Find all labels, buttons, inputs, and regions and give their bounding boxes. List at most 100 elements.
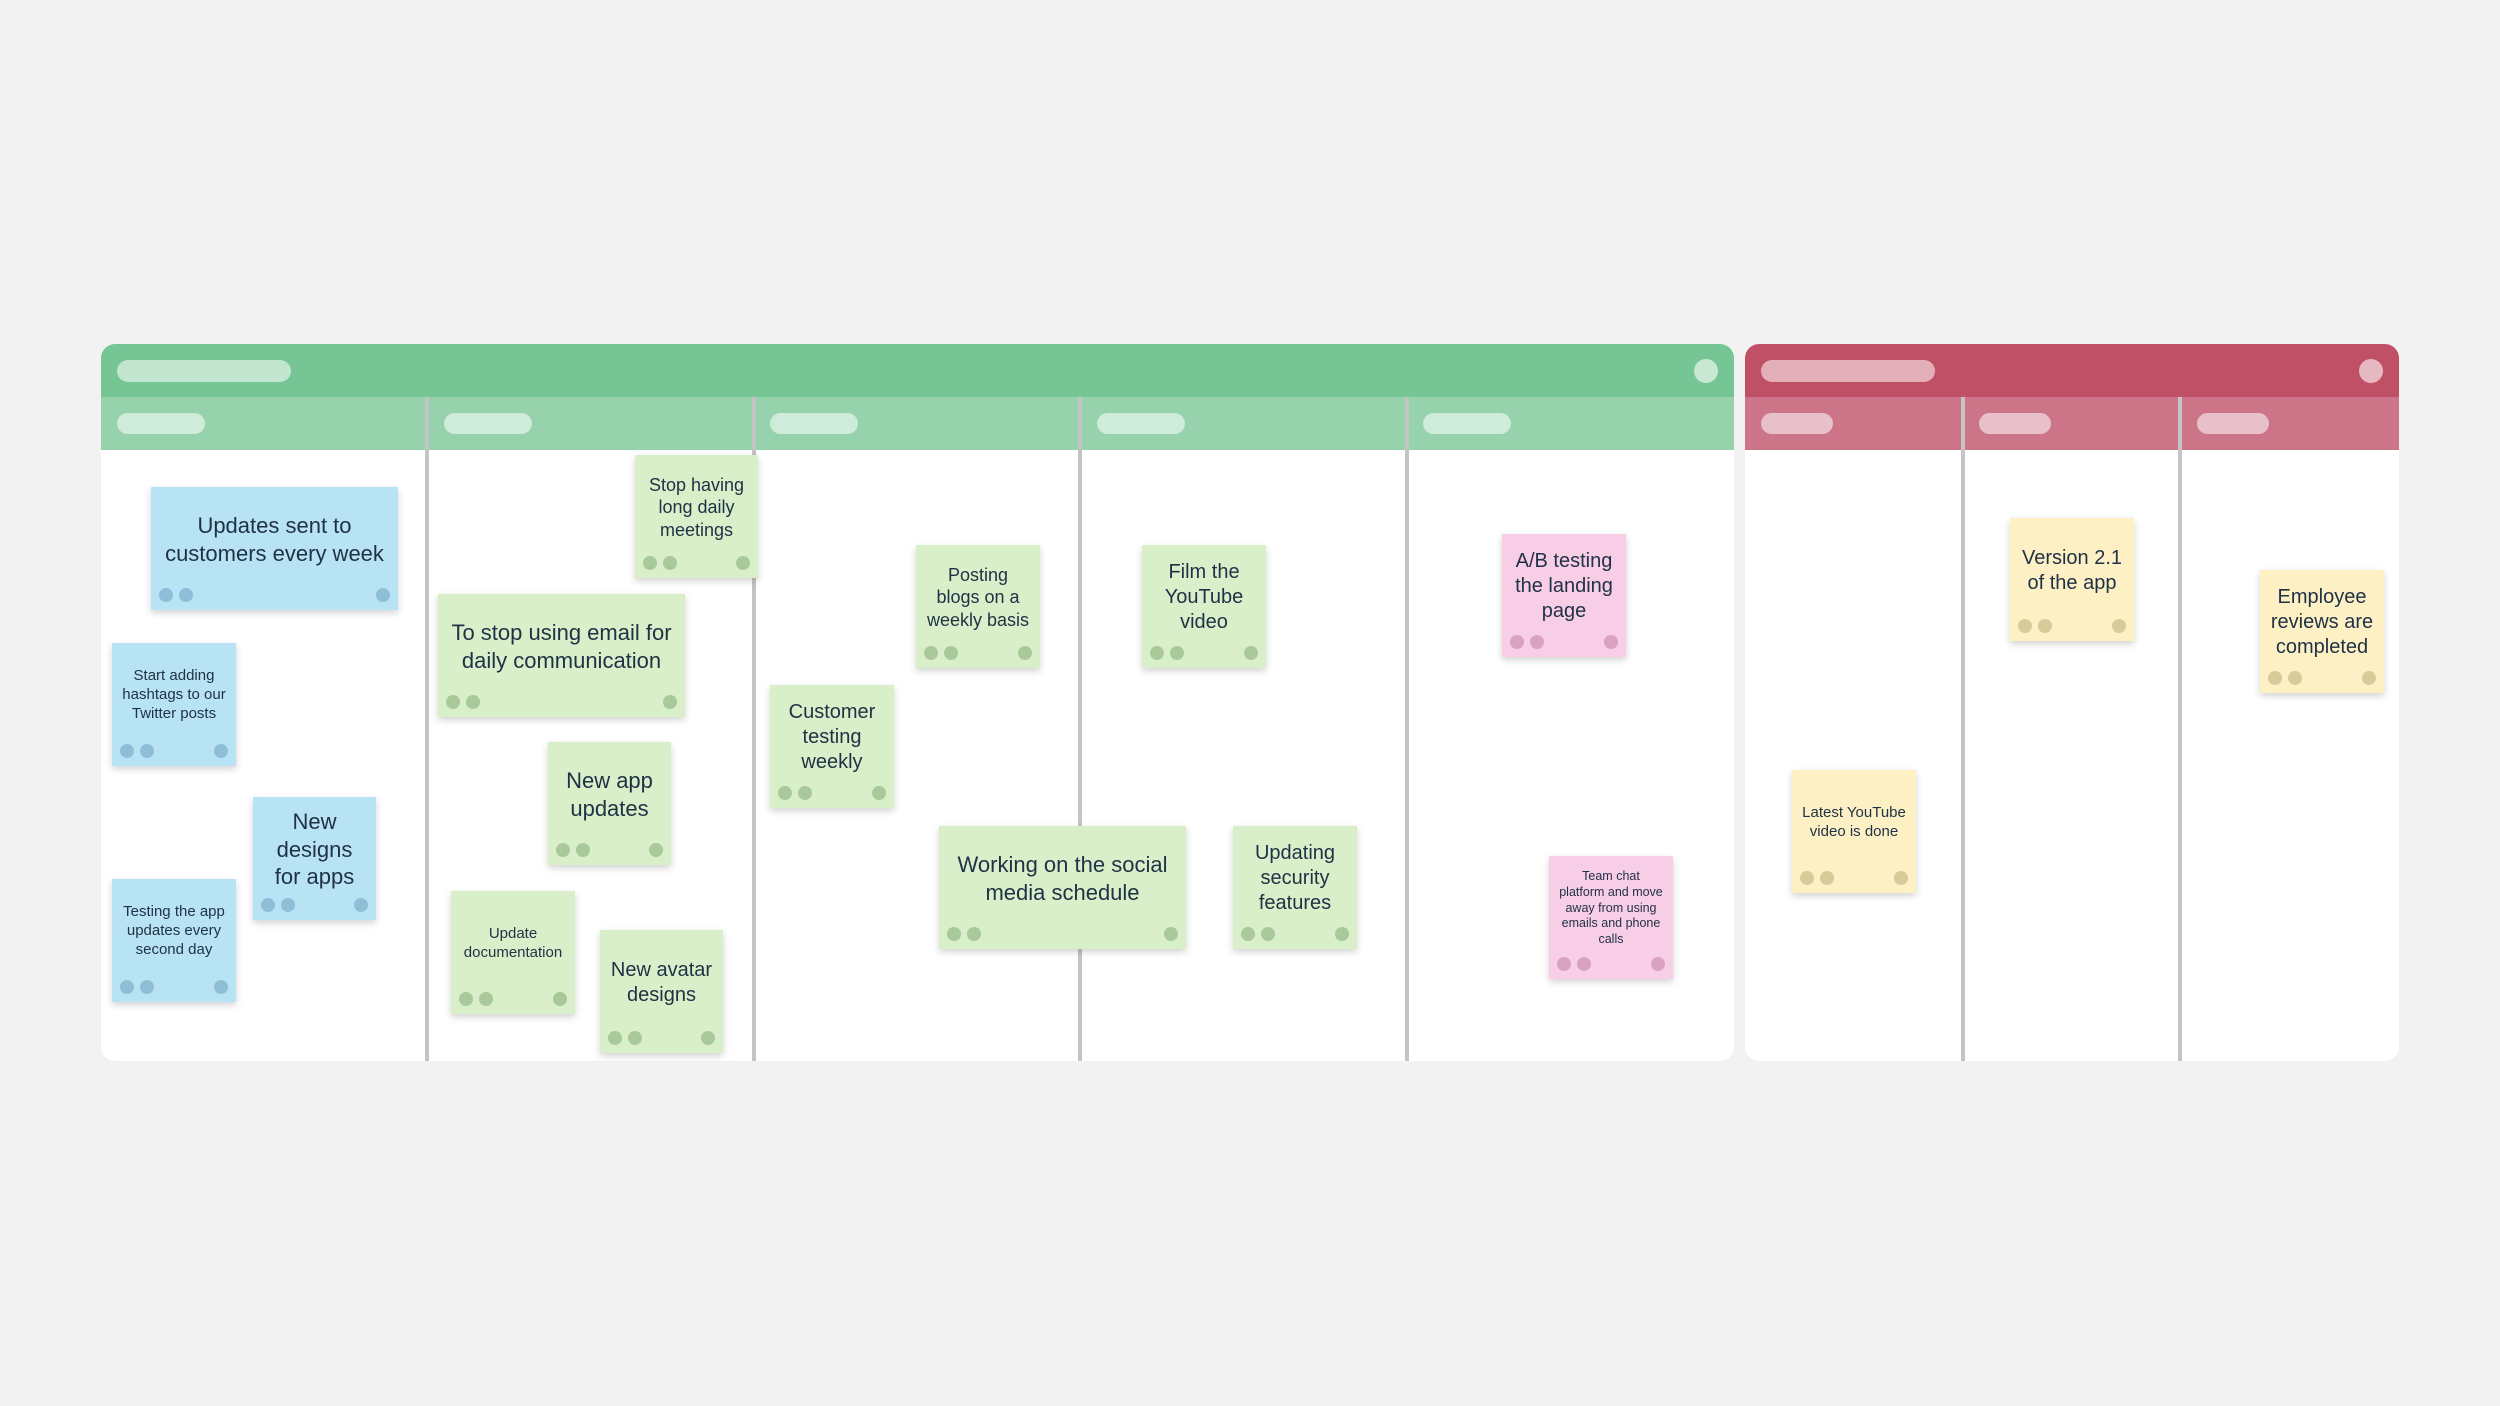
sticky-note[interactable]: Customer testing weekly [770, 685, 894, 808]
avatar-dot [576, 843, 590, 857]
board-header[interactable] [1745, 344, 2399, 397]
note-text: Customer testing weekly [788, 701, 876, 773]
board-menu-dot[interactable] [1694, 359, 1718, 383]
sticky-note[interactable]: New app updates [548, 742, 671, 865]
sticky-note[interactable]: New avatar designs [600, 930, 723, 1053]
sticky-note[interactable]: Team chat platform and move away from us… [1549, 856, 1673, 979]
column-4-title-placeholder[interactable] [1097, 413, 1185, 434]
sticky-note[interactable]: A/B testing the landing page [1502, 534, 1626, 657]
avatar-dot [556, 843, 570, 857]
avatar-dot [281, 898, 295, 912]
sticky-note[interactable]: Film the YouTube video [1142, 545, 1266, 668]
sticky-note[interactable]: Latest YouTube video is done [1792, 770, 1916, 893]
note-text: Employee reviews are completed [2270, 586, 2374, 658]
status-dot [649, 843, 663, 857]
avatar-dot [261, 898, 275, 912]
avatar-dot [944, 646, 958, 660]
sticky-note[interactable]: To stop using email for daily communicat… [438, 594, 685, 717]
status-dot [214, 980, 228, 994]
column-2-title-placeholder[interactable] [444, 413, 532, 434]
column-divider [1078, 397, 1082, 1061]
avatar-dot [446, 695, 460, 709]
column-1-title-placeholder[interactable] [117, 413, 205, 434]
status-dot [872, 786, 886, 800]
status-dot [1244, 646, 1258, 660]
avatar-dot [2018, 619, 2032, 633]
sticky-note[interactable]: Updates sent to customers every week [151, 487, 398, 610]
avatar-dot [1530, 635, 1544, 649]
note-text: Start adding hashtags to our Twitter pos… [122, 667, 226, 722]
note-text: A/B testing the landing page [1515, 550, 1613, 622]
sticky-note[interactable]: Working on the social media schedule [939, 826, 1186, 949]
avatar-dot [120, 744, 134, 758]
board-menu-dot[interactable] [2359, 359, 2383, 383]
board-red [1745, 344, 2399, 1061]
avatar-dot [924, 646, 938, 660]
column-divider [2178, 397, 2182, 1061]
avatar-dot [1820, 871, 1834, 885]
note-text: New avatar designs [610, 958, 713, 1006]
column-headers [1745, 397, 2399, 450]
status-dot [553, 992, 567, 1006]
column-headers [101, 397, 1734, 450]
avatar-dot [179, 588, 193, 602]
sticky-note[interactable]: Employee reviews are completed [2260, 570, 2384, 693]
note-text: Version 2.1 of the app [2021, 546, 2123, 594]
avatar-dot [1557, 957, 1571, 971]
status-dot [214, 744, 228, 758]
status-dot [701, 1031, 715, 1045]
sticky-note[interactable]: Version 2.1 of the app [2010, 518, 2134, 641]
note-text: New designs for apps [274, 809, 355, 890]
sticky-note[interactable]: Update documentation [451, 891, 575, 1014]
note-text: Working on the social media schedule [957, 852, 1168, 905]
sticky-note[interactable]: Testing the app updates every second day [112, 879, 236, 1002]
avatar-dot [140, 744, 154, 758]
avatar-dot [1261, 927, 1275, 941]
board-header[interactable] [101, 344, 1734, 397]
note-text: Stop having long daily meetings [648, 474, 745, 540]
column-divider [1405, 397, 1409, 1061]
note-text: Film the YouTube video [1164, 561, 1244, 633]
status-dot [663, 695, 677, 709]
avatar-dot [140, 980, 154, 994]
note-text: Latest YouTube video is done [1802, 803, 1906, 840]
column-2-title-placeholder[interactable] [1979, 413, 2051, 434]
note-text: Update documentation [463, 924, 563, 961]
sticky-note[interactable]: Updating security features [1233, 826, 1357, 949]
status-dot [2362, 671, 2376, 685]
avatar-dot [608, 1031, 622, 1045]
column-3-title-placeholder[interactable] [770, 413, 858, 434]
avatar-dot [479, 992, 493, 1006]
board-title-placeholder [117, 360, 291, 382]
column-1-title-placeholder[interactable] [1761, 413, 1833, 434]
status-dot [1164, 927, 1178, 941]
column-divider [1961, 397, 1965, 1061]
avatar-dot [459, 992, 473, 1006]
column-divider [752, 397, 756, 1061]
avatar-dot [2038, 619, 2052, 633]
note-text: Updates sent to customers every week [165, 513, 384, 566]
note-text: To stop using email for daily communicat… [451, 620, 672, 673]
note-text: Testing the app updates every second day [123, 903, 225, 958]
status-dot [736, 556, 750, 570]
note-text: Updating security features [1254, 842, 1336, 914]
board-title-placeholder [1761, 360, 1935, 382]
avatar-dot [159, 588, 173, 602]
avatar-dot [1241, 927, 1255, 941]
status-dot [1335, 927, 1349, 941]
status-dot [1651, 957, 1665, 971]
column-5-title-placeholder[interactable] [1423, 413, 1511, 434]
status-dot [1604, 635, 1618, 649]
column-3-title-placeholder[interactable] [2197, 413, 2269, 434]
avatar-dot [466, 695, 480, 709]
avatar-dot [628, 1031, 642, 1045]
status-dot [376, 588, 390, 602]
sticky-note[interactable]: Stop having long daily meetings [635, 455, 758, 578]
sticky-note[interactable]: Posting blogs on a weekly basis [916, 545, 1040, 668]
avatar-dot [1800, 871, 1814, 885]
avatar-dot [1170, 646, 1184, 660]
sticky-note[interactable]: New designs for apps [253, 797, 376, 920]
sticky-note[interactable]: Start adding hashtags to our Twitter pos… [112, 643, 236, 766]
avatar-dot [120, 980, 134, 994]
avatar-dot [798, 786, 812, 800]
